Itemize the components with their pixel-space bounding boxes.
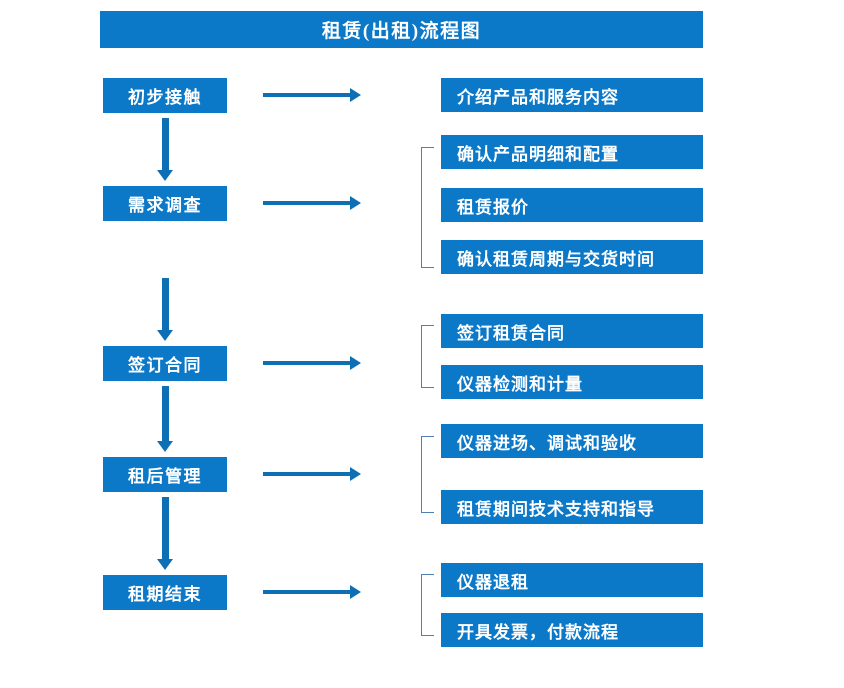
arrow-shaft (263, 361, 351, 365)
flowchart-title: 租赁(出租)流程图 (100, 11, 703, 48)
stage-box-3[interactable]: 签订合同 (103, 346, 227, 381)
arrow-head (350, 88, 361, 102)
right-arrow-stage-1 (263, 88, 361, 102)
arrow-shaft (263, 93, 351, 97)
right-arrow-stage-5 (263, 585, 361, 599)
detail-box-9[interactable]: 仪器退租 (441, 563, 703, 597)
group-bracket-requirements (421, 147, 434, 268)
arrow-shaft (162, 386, 169, 441)
arrow-head (157, 441, 173, 452)
group-bracket-end-of-term (421, 574, 434, 636)
detail-box-2[interactable]: 确认产品明细和配置 (441, 135, 703, 169)
arrow-shaft (263, 472, 351, 476)
detail-box-1[interactable]: 介绍产品和服务内容 (441, 78, 703, 112)
down-arrow-4-to-5 (157, 497, 174, 570)
right-arrow-stage-3 (263, 356, 361, 370)
down-arrow-1-to-2 (157, 118, 174, 181)
arrow-head (157, 559, 173, 570)
arrow-head (157, 330, 173, 341)
detail-box-7[interactable]: 仪器进场、调试和验收 (441, 424, 703, 458)
arrow-shaft (263, 201, 351, 205)
detail-box-4[interactable]: 确认租赁周期与交货时间 (441, 240, 703, 274)
group-bracket-contract (421, 325, 434, 388)
group-bracket-post-rental (421, 436, 434, 513)
arrow-shaft (162, 118, 169, 170)
arrow-shaft (263, 590, 351, 594)
arrow-head (350, 585, 361, 599)
arrow-head (157, 170, 173, 181)
arrow-head (350, 196, 361, 210)
right-arrow-stage-4 (263, 467, 361, 481)
arrow-head (350, 356, 361, 370)
down-arrow-3-to-4 (157, 386, 174, 452)
arrow-shaft (162, 497, 169, 559)
detail-box-8[interactable]: 租赁期间技术支持和指导 (441, 490, 703, 524)
arrow-shaft (162, 278, 169, 330)
arrow-head (350, 467, 361, 481)
stage-box-4[interactable]: 租后管理 (103, 457, 227, 492)
detail-box-6[interactable]: 仪器检测和计量 (441, 365, 703, 399)
detail-box-10[interactable]: 开具发票，付款流程 (441, 613, 703, 647)
stage-box-5[interactable]: 租期结束 (103, 575, 227, 610)
detail-box-3[interactable]: 租赁报价 (441, 188, 703, 222)
stage-box-2[interactable]: 需求调查 (103, 186, 227, 221)
detail-box-5[interactable]: 签订租赁合同 (441, 314, 703, 348)
right-arrow-stage-2 (263, 196, 361, 210)
down-arrow-2-to-3 (157, 278, 174, 341)
stage-box-1[interactable]: 初步接触 (103, 78, 227, 113)
